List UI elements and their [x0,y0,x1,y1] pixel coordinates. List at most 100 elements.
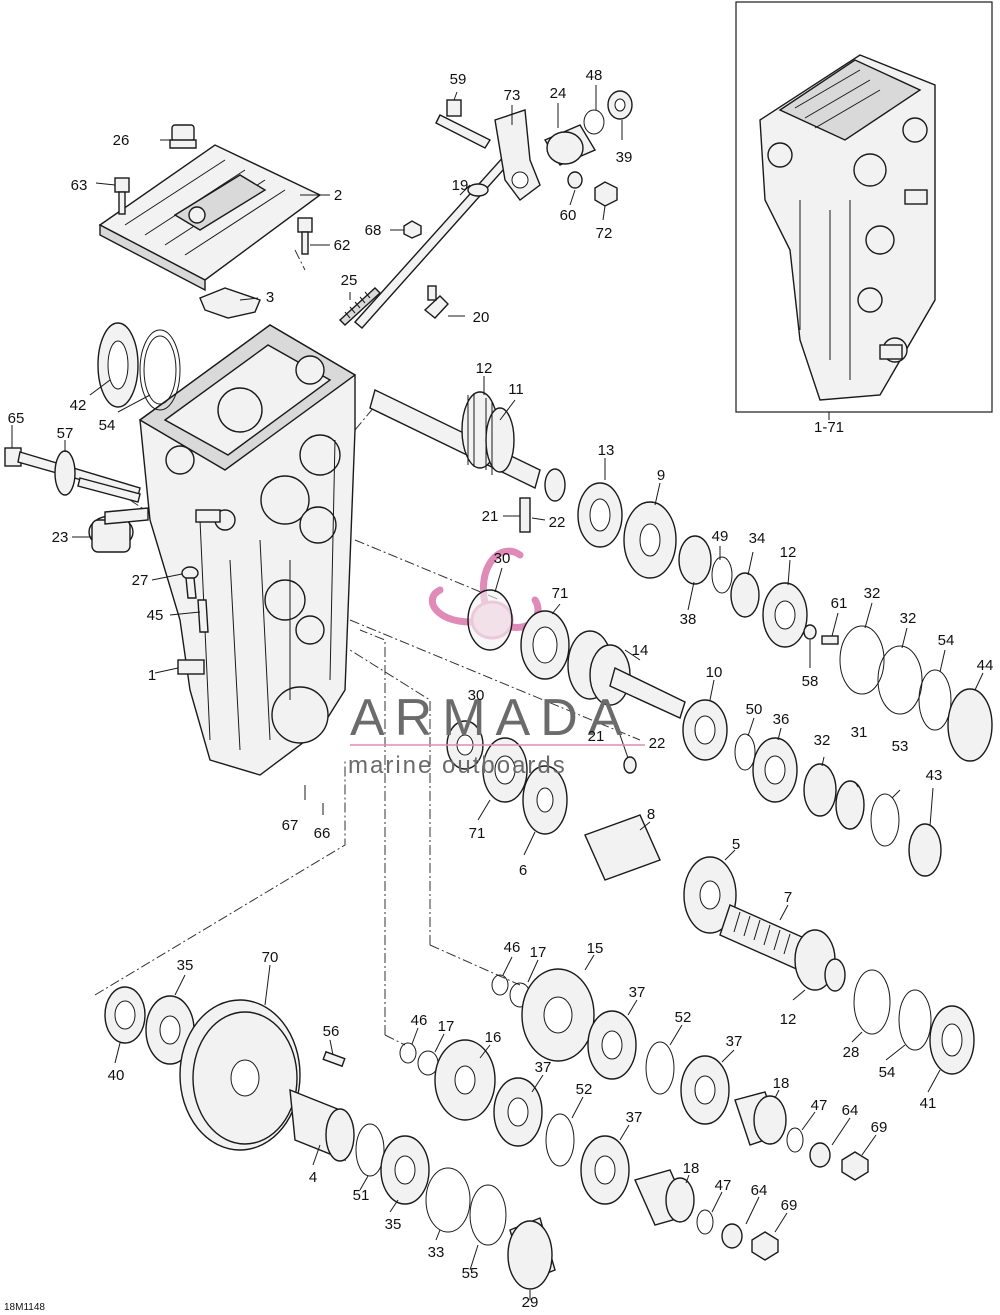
callout-38: 38 [680,611,697,628]
callout-12-3: 12 [780,1011,797,1028]
callout-64: 64 [842,1102,859,1119]
callout-30-2: 30 [468,687,485,704]
shift-shaft-assembly [338,90,633,329]
callout-39: 39 [616,149,633,166]
callout-61: 61 [831,595,848,612]
callout-52-2: 52 [576,1081,593,1098]
callout-65: 65 [8,410,25,427]
callout-17: 17 [530,944,547,961]
callout-12-2: 12 [780,544,797,561]
callout-26: 26 [113,132,130,149]
callout-14: 14 [632,642,649,659]
callout-19: 19 [452,177,469,194]
gearbox-housing [138,324,357,776]
callout-25: 25 [341,272,358,289]
callout-71-2: 71 [469,825,486,842]
callout-6: 6 [519,862,527,879]
callout-44: 44 [977,657,994,674]
callout-54-2: 54 [938,632,955,649]
watermark-brand: ARMADA [350,689,632,747]
callout-63: 63 [71,177,88,194]
upper-gear-shaft [369,389,839,648]
callout-50: 50 [746,701,763,718]
callout-62: 62 [334,237,351,254]
callout-35-2: 35 [385,1216,402,1233]
callout-69-2: 69 [781,1197,798,1214]
callout-35: 35 [177,957,194,974]
callout-33: 33 [428,1244,445,1261]
callout-60: 60 [560,207,577,224]
callout-29: 29 [522,1294,539,1311]
callout-56: 56 [323,1023,340,1040]
left-side-fasteners [4,322,209,633]
callout-70: 70 [262,949,279,966]
callout-47-2: 47 [715,1177,732,1194]
callout-41: 41 [920,1095,937,1112]
top-cover-assembly [98,124,322,319]
callout-37-4: 37 [626,1109,643,1126]
callout-11: 11 [508,381,524,398]
callout-46: 46 [504,939,521,956]
callout-43: 43 [926,767,943,784]
callout-52: 52 [675,1009,692,1026]
callout-3: 3 [266,289,274,306]
callout-69: 69 [871,1119,888,1136]
callout-73: 73 [504,87,521,104]
callout-5: 5 [732,836,740,853]
assembled-unit-inset [735,1,993,413]
callout-24: 24 [550,85,567,102]
callout-21: 21 [482,508,499,525]
callout-2: 2 [334,187,342,204]
callout-54: 54 [99,417,116,434]
callout-32: 32 [864,585,881,602]
callout-67: 67 [282,817,299,834]
watermark-tagline: marine outboards [348,752,567,779]
callout-17-2: 17 [438,1018,455,1035]
callout-numbers: 1234567891011121212131415161717181819202… [8,67,994,1311]
callout-42: 42 [70,397,87,414]
callout-32-3: 32 [814,732,831,749]
callout-22-2: 22 [649,735,666,752]
callout-12: 12 [476,360,493,377]
callout-49: 49 [712,528,729,545]
callout-45: 45 [147,607,164,624]
upper-right-rings [839,625,993,762]
callout-20: 20 [473,309,490,326]
callout-53: 53 [892,738,909,755]
reference-code: 18M1148 [4,1302,45,1313]
callout-64-2: 64 [751,1182,768,1199]
callout-34: 34 [749,530,766,547]
callout-48: 48 [586,67,603,84]
callout-13: 13 [598,442,615,459]
callout-21-2: 21 [588,728,605,745]
callout-59: 59 [450,71,467,88]
callout-37-2: 37 [726,1033,743,1050]
callout-55: 55 [462,1265,479,1282]
callout-58: 58 [802,673,819,690]
callout-36: 36 [773,711,790,728]
callout-16: 16 [485,1029,502,1046]
callout-10: 10 [706,664,723,681]
callout-31: 31 [851,724,868,741]
callout-66: 66 [314,825,331,842]
callout-28: 28 [843,1044,860,1061]
callout-8: 8 [647,806,655,823]
callout-51: 51 [353,1187,370,1204]
callout-57: 57 [57,425,74,442]
callout-22: 22 [549,514,566,531]
callout-30: 30 [494,550,511,567]
watermark: ARMADA marine outboards [348,689,645,779]
callout-1: 1 [148,667,156,684]
callout-37-3: 37 [535,1059,552,1076]
callout-32-2: 32 [900,610,917,627]
lower-center-gears [491,968,869,1181]
callout-46-2: 46 [411,1012,428,1029]
inset-label: 1-71 [814,419,844,436]
callout-40: 40 [108,1067,125,1084]
callout-54-3: 54 [879,1064,896,1081]
output-shaft [584,814,975,1075]
callout-68: 68 [365,222,382,239]
lower-row-gears [399,1039,779,1261]
callout-7: 7 [784,889,792,906]
